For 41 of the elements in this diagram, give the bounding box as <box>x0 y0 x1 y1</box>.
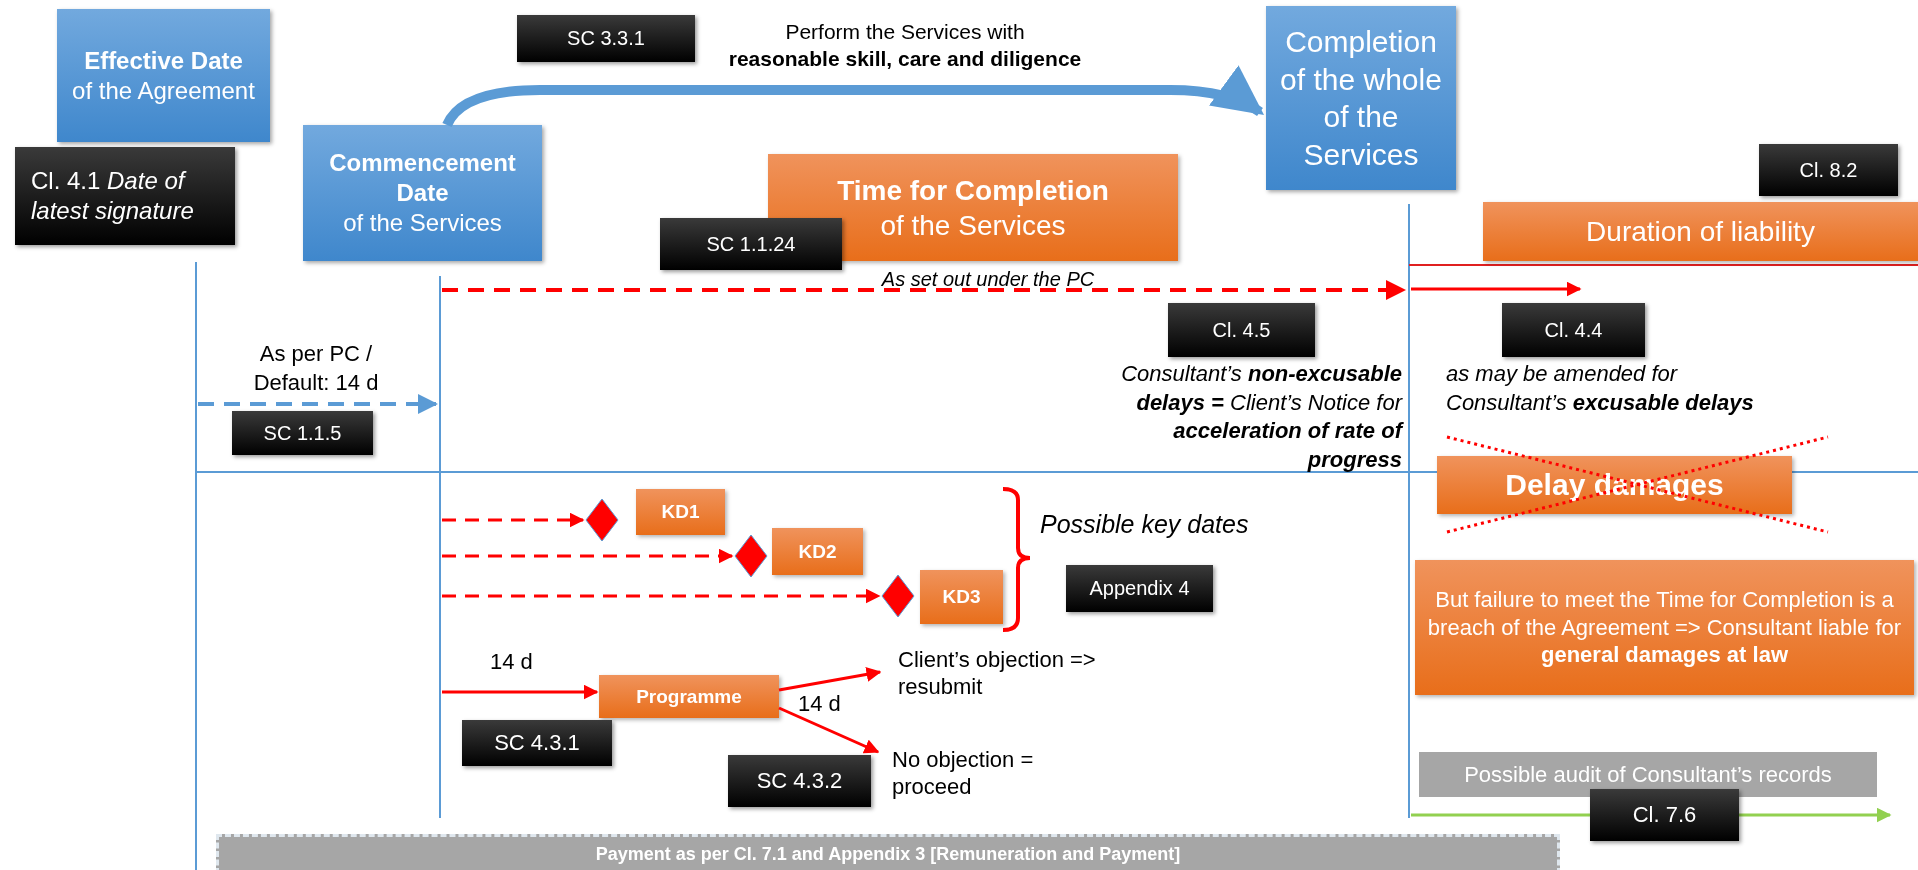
clause-tag: SC 3.3.1 <box>517 15 695 62</box>
callout-box: KD2 <box>772 528 863 575</box>
clause-tag: Cl. 4.4 <box>1502 303 1645 357</box>
callout-box: Programme <box>599 675 779 718</box>
diamond-marker <box>585 498 619 542</box>
arrow <box>778 706 880 754</box>
banner-box: Possible audit of Consultant’s records <box>1419 752 1877 797</box>
clause-tag: SC 4.3.2 <box>728 755 871 807</box>
callout-box: KD3 <box>920 570 1003 624</box>
note-text: Consultant’s non-excusable delays = Client’s Notice for acceleration of rate of progress <box>1120 360 1402 474</box>
clause-tag: Appendix 4 <box>1066 565 1213 612</box>
callout-box: But failure to meet the Time for Completion is a breach of the Agreement => Consultant liable for general damages at law <box>1415 560 1914 695</box>
note-text: as may be amended for Consultant’s excusable delays <box>1446 360 1755 417</box>
milestone-box: Effective Date of the Agreement <box>57 9 270 142</box>
note-text: As per PC / Default: 14 d <box>252 340 380 397</box>
arrow <box>442 548 734 564</box>
clause-tag: Cl. 4.1 Date of latest signature <box>15 147 235 245</box>
outcome-text: No objection = proceed <box>882 740 1072 806</box>
diamond-marker <box>734 534 768 578</box>
arrow <box>442 684 599 700</box>
note-text: As set out under the PC <box>880 267 1096 292</box>
callout-box: KD1 <box>636 489 725 535</box>
banner-box: Payment as per Cl. 7.1 and Appendix 3 [Remuneration and Payment] <box>216 834 1560 870</box>
clause-tag: Cl. 7.6 <box>1590 789 1739 841</box>
diamond-marker <box>881 574 915 618</box>
clause-tag: SC 1.1.5 <box>232 411 373 455</box>
arrow <box>442 512 585 528</box>
clause-tag: SC 4.3.1 <box>462 720 612 766</box>
arrow <box>778 667 882 692</box>
clause-tag: Cl. 8.2 <box>1759 144 1898 196</box>
clause-tag: SC 1.1.24 <box>660 218 842 270</box>
arrow <box>442 588 881 604</box>
clause-tag: Cl. 4.5 <box>1168 303 1315 357</box>
outcome-text: Client’s objection => resubmit <box>888 638 1118 708</box>
arrow <box>442 66 1265 128</box>
note-text: 14 d <box>798 690 842 718</box>
note-text: 14 d <box>490 648 534 676</box>
milestone-box: Completion of the whole of the Services <box>1266 6 1456 190</box>
milestone-box: Commencement Date of the Services <box>303 125 542 261</box>
note-text: Possible key dates <box>1040 509 1250 540</box>
callout-box: Duration of liability <box>1483 202 1918 261</box>
